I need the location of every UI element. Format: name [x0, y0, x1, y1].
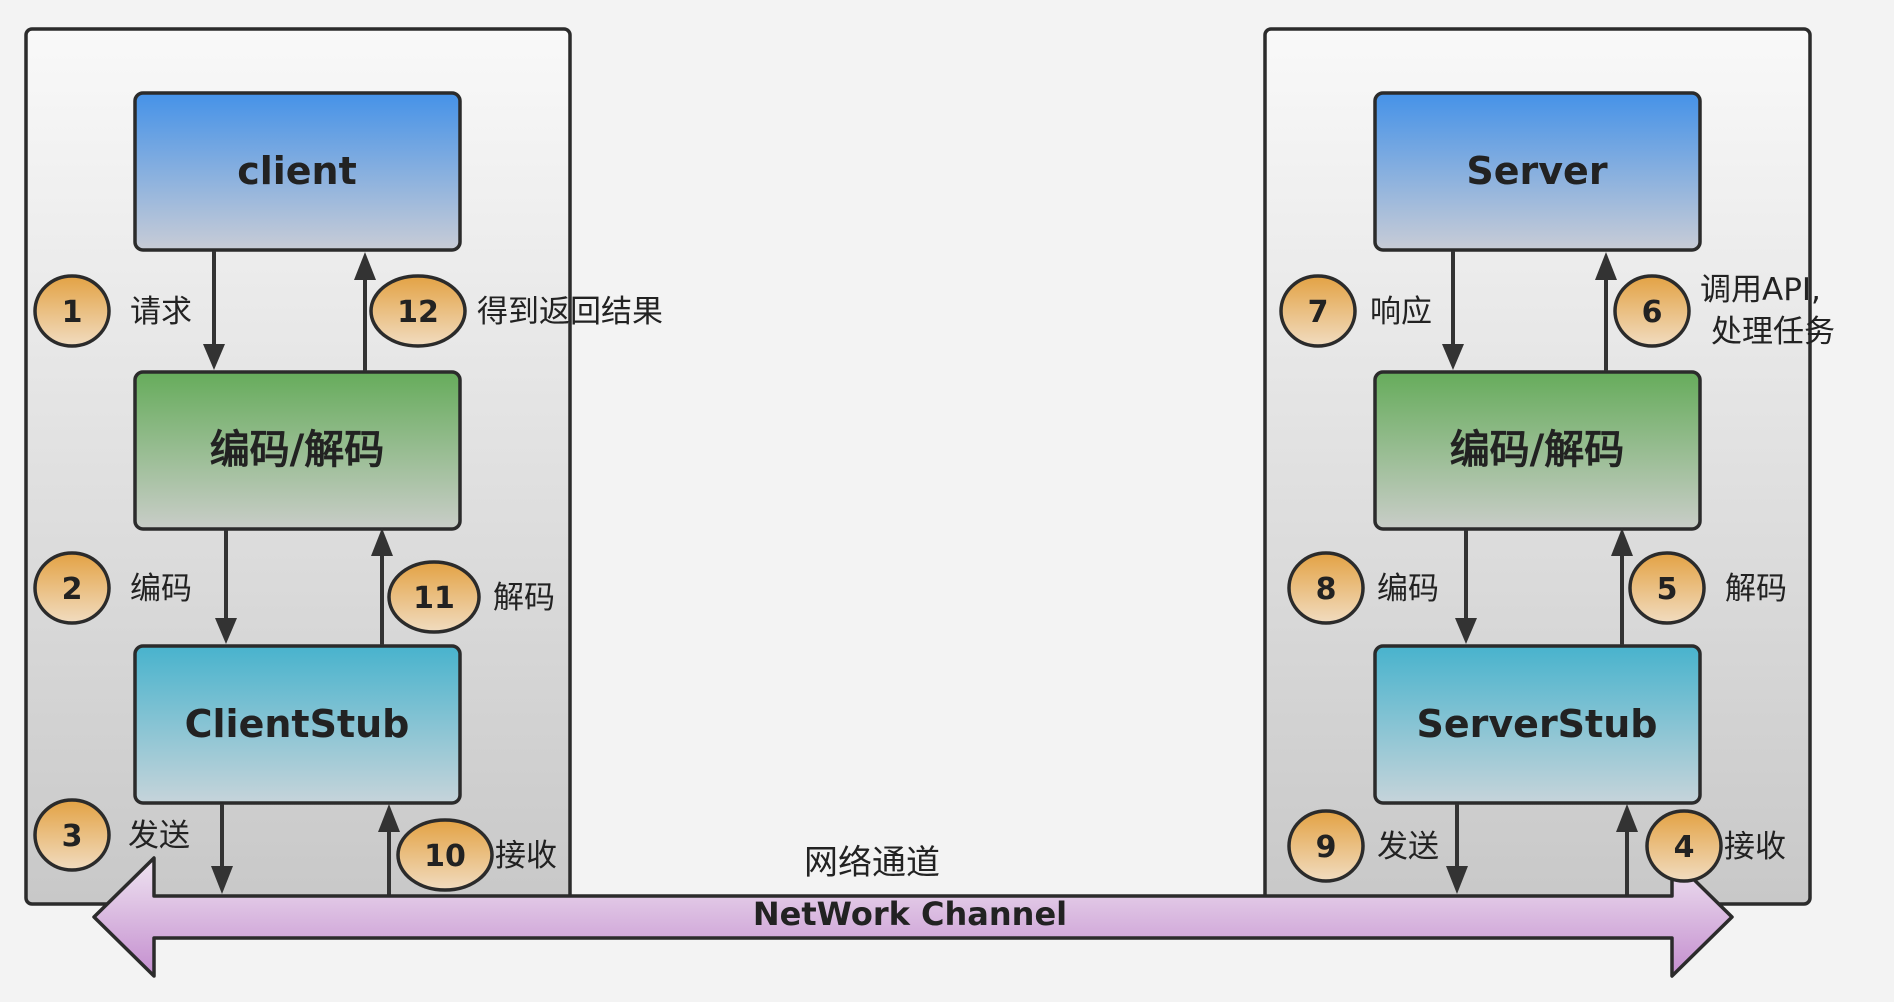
step-number: 2	[62, 572, 83, 607]
clientstub-label: ClientStub	[185, 702, 410, 746]
client-codec-box: 编码/解码	[133, 370, 462, 531]
serverstub-label: ServerStub	[1417, 702, 1658, 746]
step-number: 11	[413, 581, 455, 616]
step-number: 5	[1657, 572, 1678, 607]
step-9: 9 发送	[1287, 809, 1439, 883]
step-number: 1	[62, 295, 83, 330]
step-label: 编码	[130, 571, 192, 607]
step-number: 4	[1674, 830, 1695, 865]
step-6: 6 调用API, 处理任务	[1613, 272, 1835, 350]
step-label: 请求	[130, 294, 192, 330]
step-10: 10 接收	[396, 818, 557, 892]
step-3: 3 发送	[33, 798, 190, 872]
step-label: 得到返回结果	[477, 294, 663, 330]
step-1: 1 请求	[33, 274, 192, 348]
channel-title: 网络通道	[804, 843, 940, 883]
step-label: 解码	[493, 580, 555, 616]
step-number: 7	[1308, 295, 1329, 330]
step-number: 12	[397, 295, 439, 330]
step-label: 接收	[495, 838, 557, 874]
step-label: 发送	[128, 818, 190, 854]
step-label: 接收	[1724, 829, 1786, 865]
step-label: 发送	[1377, 829, 1439, 865]
step-12: 12 得到返回结果	[369, 274, 663, 348]
arrow-heads	[203, 252, 1638, 894]
step-label: 响应	[1370, 294, 1432, 330]
step-8: 8 编码	[1287, 551, 1439, 625]
step-number: 8	[1316, 572, 1337, 607]
client-codec-label: 编码/解码	[210, 427, 385, 473]
client-box-label: client	[237, 149, 357, 193]
step-4: 4 接收	[1645, 809, 1786, 883]
flow-arrows	[212, 251, 1629, 896]
step-2: 2 编码	[33, 551, 192, 625]
step-label-line2: 处理任务	[1711, 314, 1835, 350]
step-number: 6	[1642, 295, 1663, 330]
step-label: 解码	[1725, 571, 1787, 607]
client-box: client	[133, 91, 462, 252]
server-box-label: Server	[1466, 149, 1607, 193]
step-label: 调用API,	[1700, 272, 1821, 308]
channel-label: NetWork Channel	[753, 895, 1067, 933]
clientstub-box: ClientStub	[133, 644, 462, 805]
step-7: 7 响应	[1279, 274, 1432, 348]
server-box: Server	[1373, 91, 1702, 252]
step-5: 5 解码	[1628, 551, 1787, 625]
network-channel-arrow	[92, 856, 1734, 978]
step-number: 10	[424, 839, 466, 874]
step-number: 3	[62, 819, 83, 854]
server-codec-label: 编码/解码	[1450, 427, 1625, 473]
step-label: 编码	[1377, 571, 1439, 607]
step-number: 9	[1316, 830, 1337, 865]
step-11: 11 解码	[387, 560, 555, 634]
serverstub-box: ServerStub	[1373, 644, 1702, 805]
server-codec-box: 编码/解码	[1373, 370, 1702, 531]
